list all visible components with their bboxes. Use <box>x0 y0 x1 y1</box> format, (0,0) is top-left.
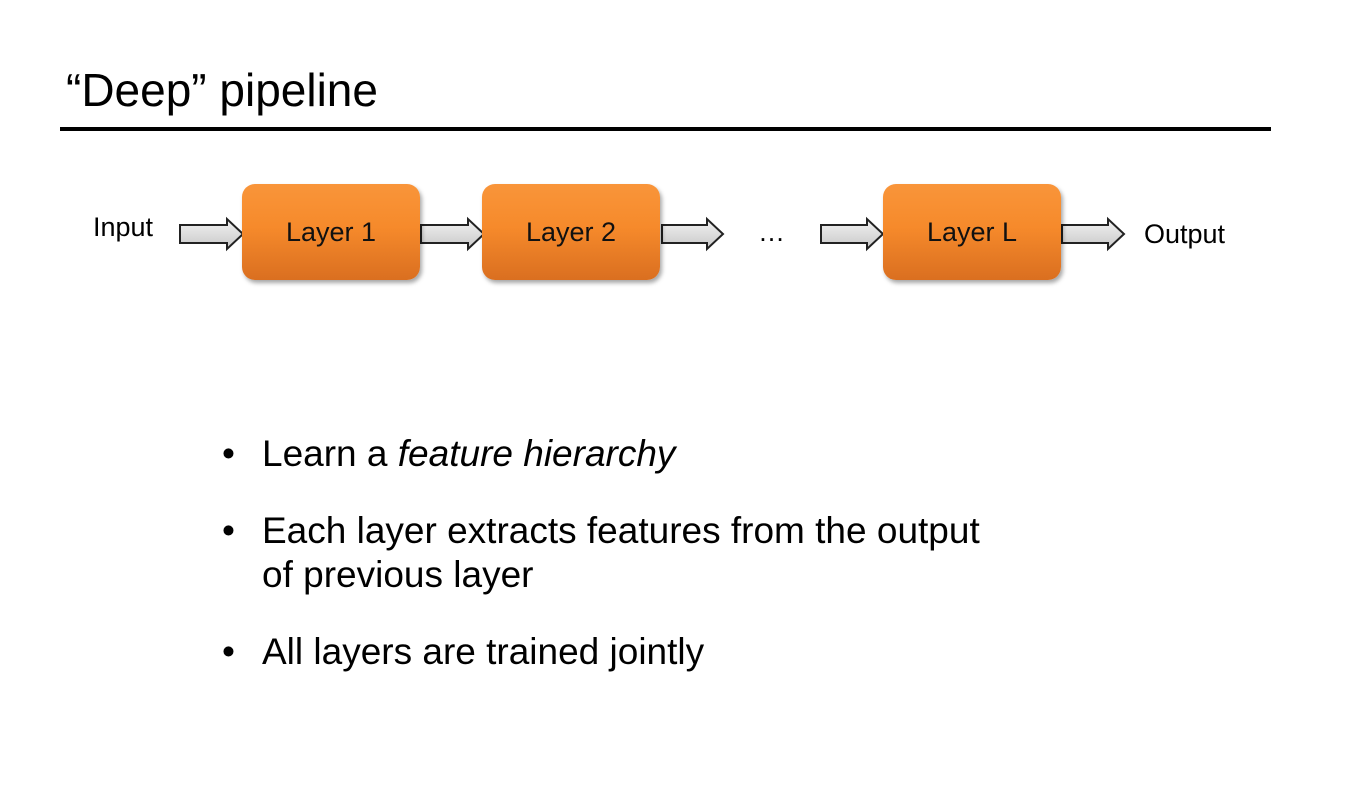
bullet-dot: • <box>222 510 235 551</box>
layer-2-label: Layer 2 <box>525 216 617 247</box>
arrow-ellipsis-to-layerL <box>820 216 885 252</box>
layer-2-box: Layer 2 <box>482 184 660 280</box>
bullet-3-text: All layers are trained jointly <box>262 631 705 672</box>
pipeline-arrows <box>179 216 1126 252</box>
title-underline <box>60 127 1271 131</box>
bullet-dot: • <box>222 631 235 672</box>
layer-1-label: Layer 1 <box>285 216 377 247</box>
layer-l-box: Layer L <box>883 184 1061 280</box>
bullet-2-line-2: of previous layer <box>262 554 534 595</box>
page-title: “Deep” pipeline <box>66 64 378 116</box>
bullet-2-line-1: Each layer extracts features from the ou… <box>262 510 980 551</box>
bullet-dot: • <box>222 433 235 474</box>
bullet-item: • Each layer extracts features from the … <box>222 509 1202 597</box>
arrow-layer1-to-layer2 <box>420 216 486 252</box>
arrow-layerL-to-output <box>1061 216 1126 252</box>
bullet-1-prefix: Learn a <box>262 433 398 474</box>
output-label: Output <box>1144 219 1226 249</box>
arrow-input-to-layer1 <box>179 216 245 252</box>
ellipsis: … <box>758 217 785 247</box>
layer-l-label: Layer L <box>926 216 1018 247</box>
arrow-layer2-to-ellipsis <box>661 216 725 252</box>
layer-1-box: Layer 1 <box>242 184 420 280</box>
bullet-item: • Learn a feature hierarchy <box>222 432 1202 476</box>
bullet-1-emphasis: feature hierarchy <box>397 433 676 474</box>
pipeline-diagram: Input Layer 1 Layer 2 … Layer L Output <box>0 0 1372 330</box>
bullet-item: • All layers are trained jointly <box>222 630 1202 674</box>
bullet-list: • Learn a feature hierarchy • Each layer… <box>222 432 1202 707</box>
input-label: Input <box>93 212 154 242</box>
